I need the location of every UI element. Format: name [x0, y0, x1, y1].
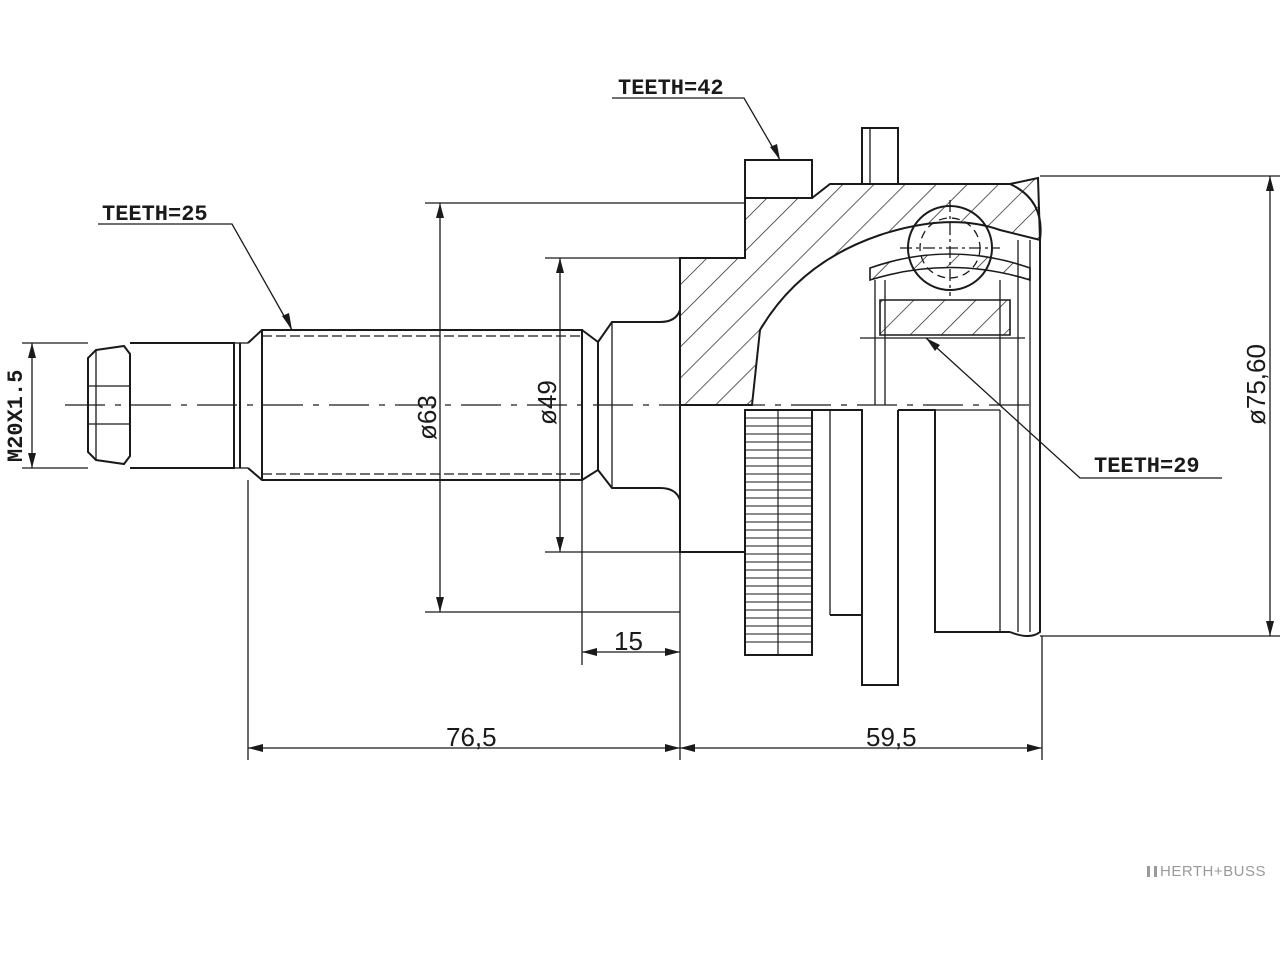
diameter-49-label: ø49	[532, 380, 562, 425]
diameter-63-label: ø63	[412, 395, 442, 440]
threaded-end	[87, 342, 248, 469]
abs-ring-teeth	[745, 410, 812, 655]
length-595-label: 59,5	[866, 722, 917, 752]
bell-housing	[679, 127, 1042, 637]
dimensions: M20X1.5 ø63 ø49 ø75,60 15 76,5 59,5	[4, 175, 1280, 760]
length-765-label: 76,5	[446, 722, 497, 752]
thread-dim-label: M20X1.5	[4, 370, 29, 462]
callouts: TEETH=25 TEETH=42 TEETH=29	[98, 76, 1222, 479]
length-15-label: 15	[614, 626, 643, 656]
lower-housing	[744, 409, 1010, 686]
brand-mark-icon	[1146, 866, 1157, 877]
brand-logo: HERTH+BUSS	[1146, 863, 1266, 880]
brand-text: HERTH+BUSS	[1159, 863, 1266, 880]
teeth-25-label: TEETH=25	[102, 202, 208, 227]
diameter-7560-label: ø75,60	[1241, 344, 1271, 425]
teeth-29-label: TEETH=29	[1094, 454, 1200, 479]
teeth-42-label: TEETH=42	[618, 76, 724, 101]
splined-shaft	[247, 309, 681, 501]
ball-cage	[860, 200, 1031, 405]
